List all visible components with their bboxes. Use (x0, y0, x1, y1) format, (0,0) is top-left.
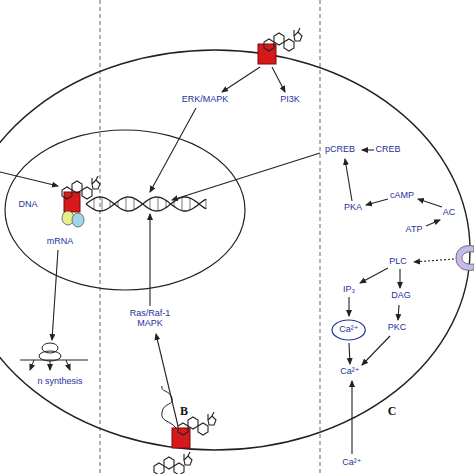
calcium-store-ellipse: Ca²⁺ (331, 319, 366, 341)
mrna-label: mRNA (47, 237, 74, 247)
dna-label: DNA (18, 200, 37, 210)
ion-label: Ca²⁺ (339, 325, 358, 335)
kinase-label: PI3K (280, 95, 300, 105)
ion-label: Ca²⁺ (340, 367, 359, 377)
messenger-label: cAMP (390, 191, 414, 201)
process-label: n synthesis (37, 377, 82, 387)
substrate-label: ATP (406, 225, 423, 235)
kinase-label: PKA (344, 203, 362, 213)
enzyme-label: AC (443, 208, 456, 218)
factor-label: pCREB (325, 145, 355, 155)
messenger-label: IP₃ (343, 285, 355, 295)
messenger-label: DAG (391, 291, 411, 301)
factor-label: CREB (375, 145, 400, 155)
ion-label: Ca²⁺ (342, 458, 361, 468)
kinase-label: ERK/MAPK (182, 95, 229, 105)
enzyme-label: PLC (389, 257, 407, 267)
panel-letter: B (180, 405, 188, 418)
kinase-label: PKC (388, 323, 407, 333)
pathway-label: Ras/Raf-1 MAPK (124, 309, 176, 329)
panel-letter: C (388, 405, 397, 418)
